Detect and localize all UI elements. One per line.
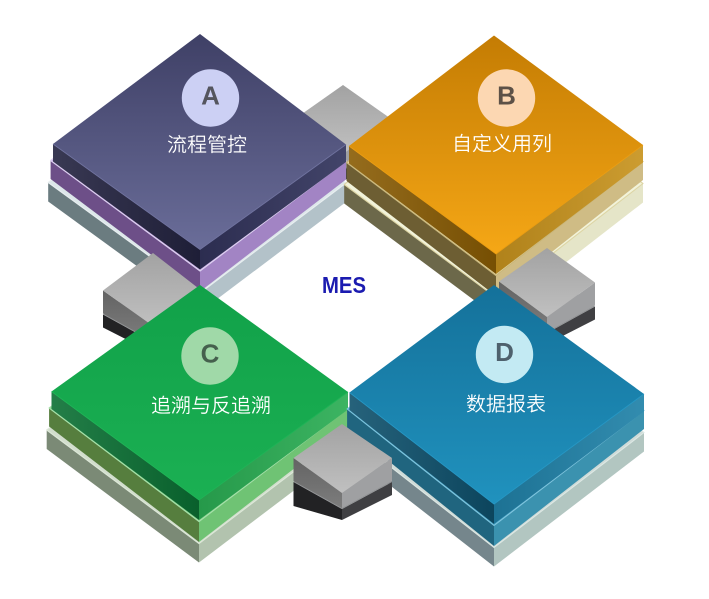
svg-text:C: C bbox=[201, 339, 220, 369]
svg-text:MES: MES bbox=[322, 272, 366, 298]
svg-text:A: A bbox=[201, 81, 220, 111]
svg-text:D: D bbox=[495, 337, 514, 367]
svg-text:B: B bbox=[497, 81, 516, 111]
